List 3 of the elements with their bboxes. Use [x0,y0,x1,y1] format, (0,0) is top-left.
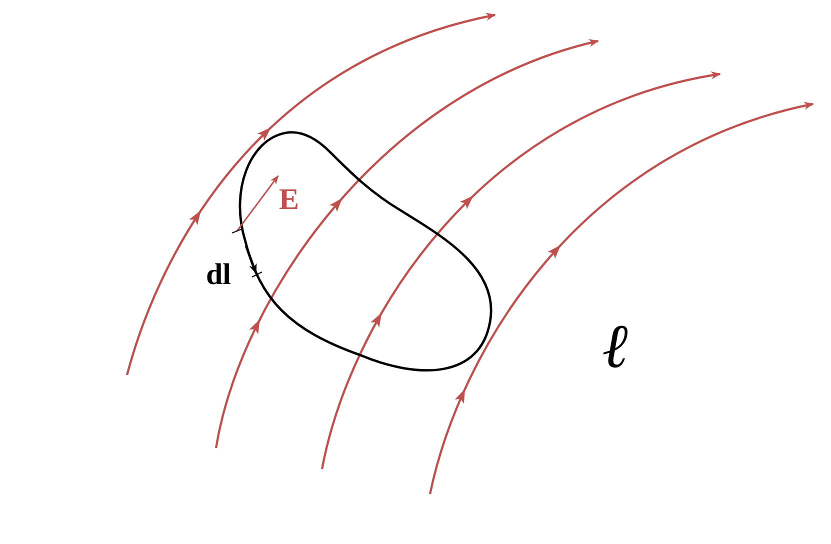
vector-label: E [279,185,300,215]
vector-label: dl [206,260,232,290]
symbol-label: ℓ [602,316,628,378]
